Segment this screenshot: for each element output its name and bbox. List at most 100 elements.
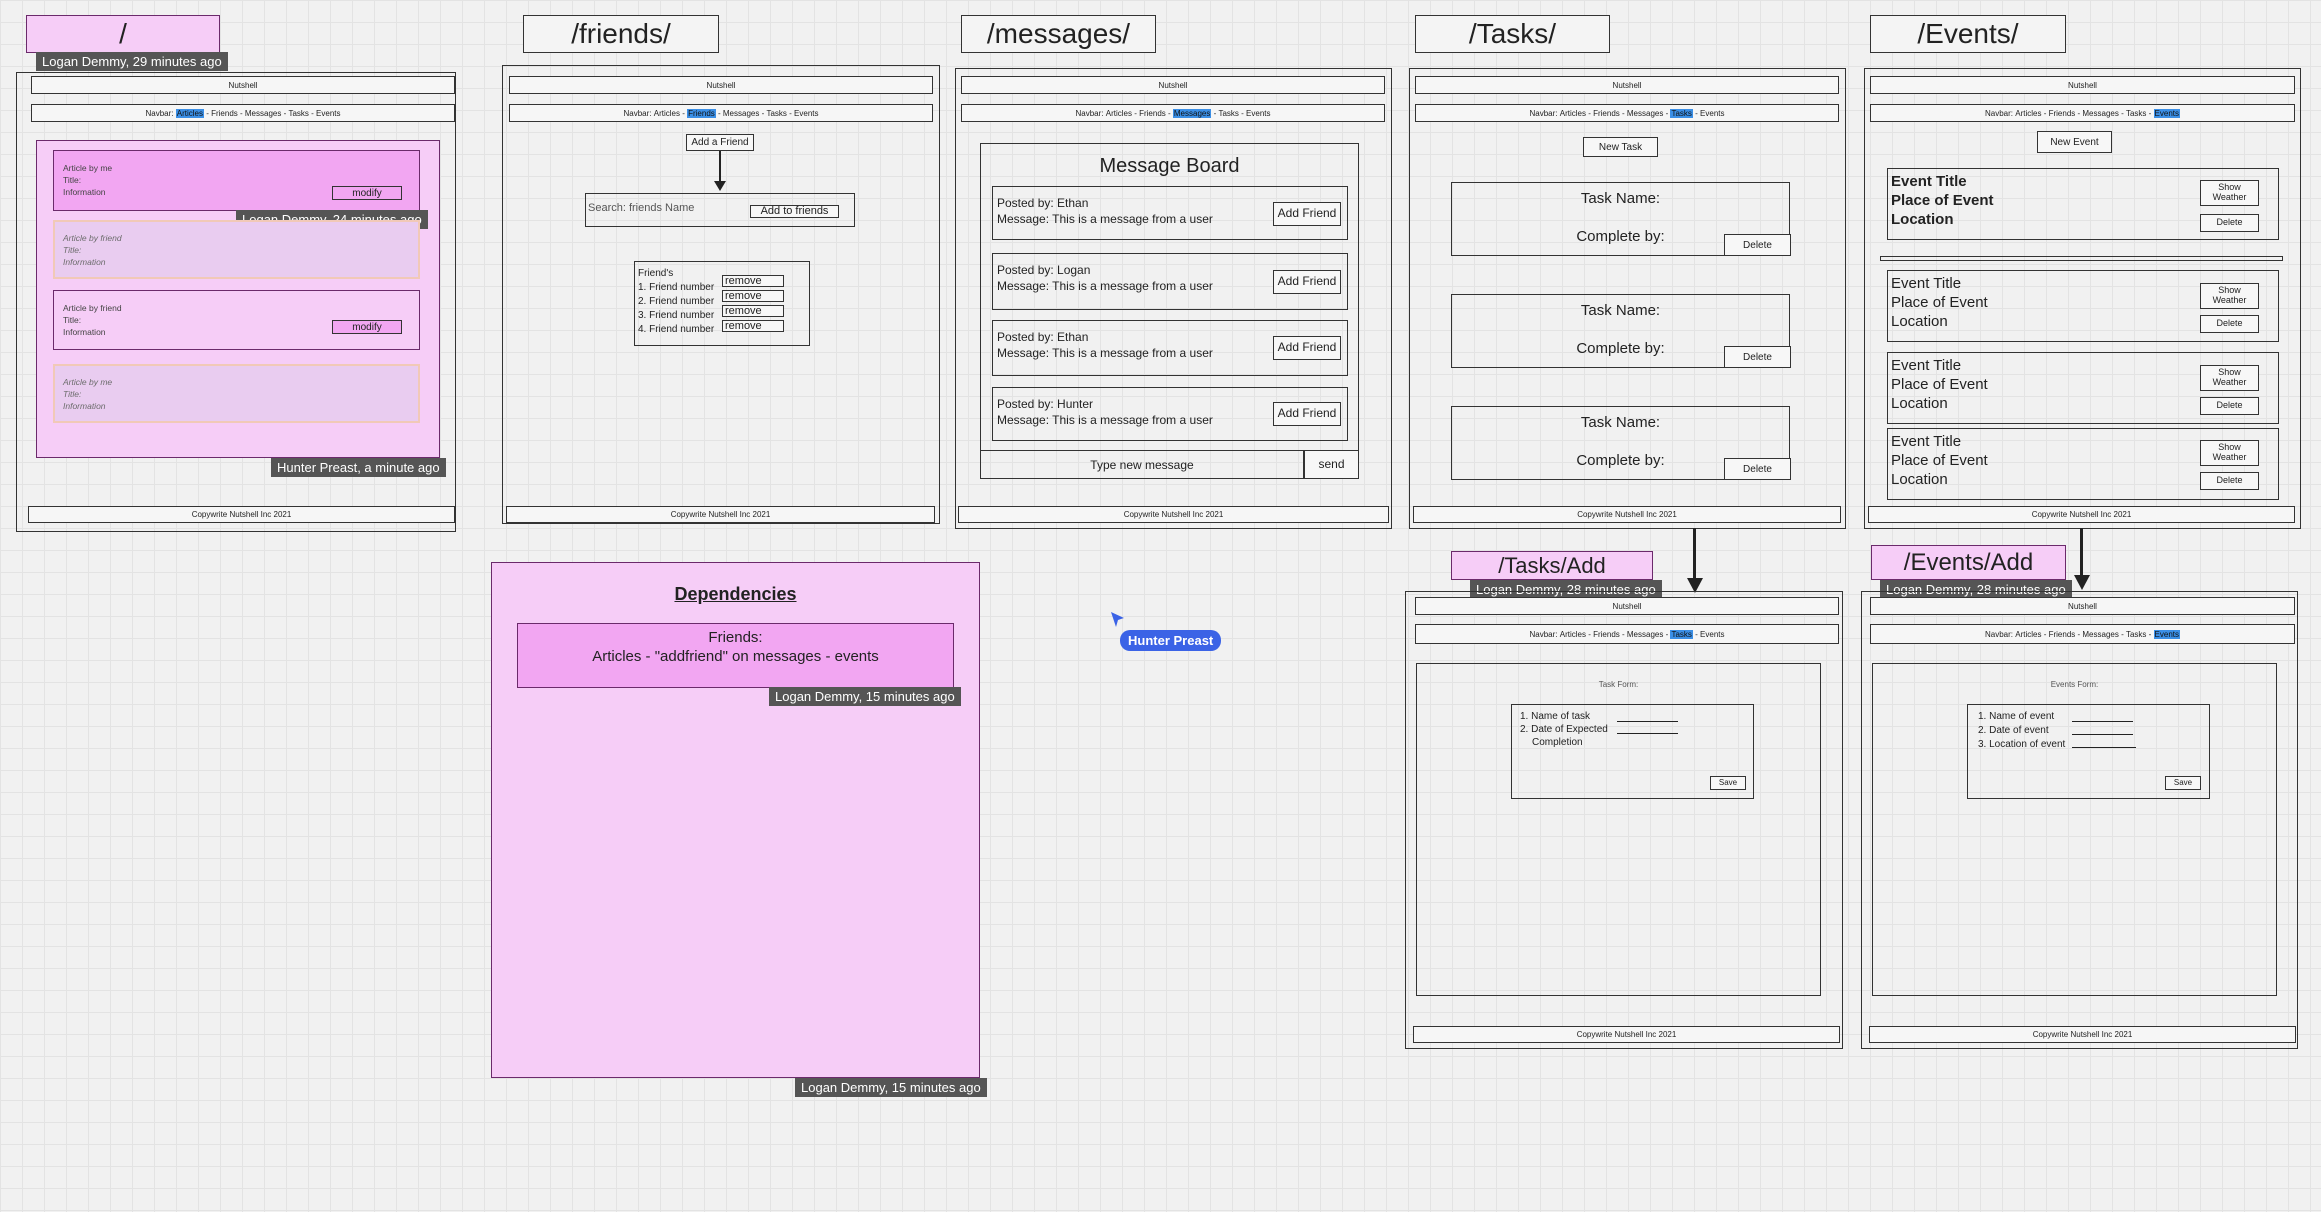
message-poster: Posted by: Ethan (997, 330, 1089, 344)
new-event-button[interactable]: New Event (2037, 131, 2112, 153)
delete-button[interactable]: Delete (1724, 458, 1791, 480)
article-card (53, 364, 420, 423)
friend-search-input[interactable]: Search: friends Name (588, 202, 695, 214)
event-date-input[interactable] (2072, 734, 2133, 735)
remove-button[interactable]: remove (722, 320, 784, 332)
nav-item-messages[interactable]: Messages (722, 108, 760, 118)
delete-button[interactable]: Delete (2200, 397, 2259, 415)
message-poster: Posted by: Logan (997, 263, 1091, 277)
comment-tag: Hunter Preast, a minute ago (271, 458, 446, 477)
nav-item-friends[interactable]: Friends (2048, 108, 2076, 118)
task-card (1451, 294, 1790, 368)
show-weather-button[interactable]: Show Weather (2200, 365, 2259, 391)
event-title: Event Title (1891, 357, 1962, 374)
nav-item-tasks[interactable]: Tasks (1670, 108, 1693, 118)
add-to-friends-button[interactable]: Add to friends (750, 205, 839, 218)
nav-item-events[interactable]: Events (2153, 108, 2180, 118)
navbar: Navbar: Articles - Friends - Messages - … (1415, 104, 1839, 122)
nav-item-articles[interactable]: Articles (2015, 629, 2042, 639)
nav-item-articles[interactable]: Articles (2015, 108, 2042, 118)
nav-item-tasks[interactable]: Tasks (766, 108, 787, 118)
delete-button[interactable]: Delete (1724, 234, 1791, 256)
header-bar: Nutshell (1870, 76, 2295, 94)
header-bar: Nutshell (509, 76, 933, 94)
task-card (1451, 406, 1790, 480)
nav-item-tasks[interactable]: Tasks (2125, 108, 2147, 118)
nav-item-articles[interactable]: Articles (1559, 108, 1586, 118)
task-name-label: Task Name: (1580, 190, 1661, 207)
new-task-button[interactable]: New Task (1583, 137, 1658, 157)
nav-item-tasks[interactable]: Tasks (2125, 629, 2147, 639)
message-card: Posted by: Hunter Message: This is a mes… (992, 387, 1348, 441)
delete-button[interactable]: Delete (2200, 472, 2259, 490)
save-button[interactable]: Save (2165, 776, 2201, 790)
nav-item-messages[interactable]: Messages (1172, 108, 1212, 118)
nav-item-events[interactable]: Events (2153, 629, 2180, 639)
add-friend-button[interactable]: Add a Friend (686, 134, 754, 151)
nav-item-messages[interactable]: Messages (2082, 108, 2119, 118)
task-card (1451, 182, 1790, 256)
modify-button[interactable]: modify (332, 186, 402, 200)
nav-item-friends[interactable]: Friends (687, 108, 716, 118)
nav-item-articles[interactable]: Articles (1105, 108, 1132, 118)
footer-bar: Copywrite Nutshell Inc 2021 (1413, 1026, 1840, 1043)
friend-item: 3. Friend number (638, 310, 715, 321)
save-button[interactable]: Save (1710, 776, 1746, 790)
add-friend-button[interactable]: Add Friend (1273, 202, 1341, 226)
nav-item-tasks[interactable]: Tasks (1218, 108, 1239, 118)
navbar-prefix: Navbar: (1985, 108, 2014, 118)
tasks-add-page-title: /Tasks/Add (1451, 551, 1653, 580)
nav-item-friends[interactable]: Friends (1593, 629, 1620, 639)
nav-item-messages[interactable]: Messages (244, 108, 282, 118)
event-card: Event Title Place of Event Location (1887, 270, 2279, 342)
nav-item-articles[interactable]: Articles (653, 108, 680, 118)
cursor-icon (1111, 612, 1124, 627)
header-bar: Nutshell (1870, 597, 2295, 615)
cursor-user-label: Hunter Preast (1120, 630, 1222, 651)
task-date-input[interactable] (1617, 733, 1678, 734)
add-friend-button[interactable]: Add Friend (1273, 336, 1341, 360)
event-location-input[interactable] (2072, 747, 2136, 748)
nav-item-events[interactable]: Events (316, 108, 341, 118)
nav-item-messages[interactable]: Messages (1626, 629, 1664, 639)
remove-button[interactable]: remove (722, 290, 784, 302)
comment-tag: Logan Demmy, 15 minutes ago (795, 1078, 987, 1097)
nav-item-friends[interactable]: Friends (1139, 108, 1166, 118)
navbar-prefix: Navbar: (145, 108, 174, 118)
header-bar: Nutshell (1415, 76, 1839, 94)
delete-button[interactable]: Delete (2200, 315, 2259, 333)
nav-item-articles[interactable]: Articles (175, 108, 204, 118)
add-friend-button[interactable]: Add Friend (1273, 270, 1341, 294)
show-weather-button[interactable]: Show Weather (2200, 180, 2259, 206)
show-weather-button[interactable]: Show Weather (2200, 440, 2259, 466)
delete-button[interactable]: Delete (1724, 346, 1791, 368)
home-wireframe (16, 72, 456, 532)
send-button[interactable]: send (1304, 450, 1359, 479)
navbar: Navbar: Articles - Friends - Messages - … (31, 104, 455, 122)
nav-item-friends[interactable]: Friends (211, 108, 238, 118)
nav-item-messages[interactable]: Messages (1626, 108, 1664, 118)
nav-item-friends[interactable]: Friends (2048, 629, 2076, 639)
remove-button[interactable]: remove (722, 275, 784, 287)
nav-item-events[interactable]: Events (1700, 108, 1725, 118)
modify-button[interactable]: modify (332, 320, 402, 334)
nav-item-events[interactable]: Events (1246, 108, 1271, 118)
nav-item-articles[interactable]: Articles (1559, 629, 1586, 639)
dependencies-detail: Friends: Articles - "addfriend" on messa… (517, 623, 954, 688)
task-name-input[interactable] (1617, 721, 1678, 722)
add-friend-button[interactable]: Add Friend (1273, 402, 1341, 426)
message-card: Posted by: Logan Message: This is a mess… (992, 253, 1348, 310)
comment-tag: Logan Demmy, 29 minutes ago (36, 52, 228, 71)
nav-item-messages[interactable]: Messages (2082, 629, 2119, 639)
nav-item-events[interactable]: Events (794, 108, 819, 118)
nav-item-tasks[interactable]: Tasks (288, 108, 309, 118)
new-message-input[interactable]: Type new message (980, 450, 1304, 479)
remove-button[interactable]: remove (722, 305, 784, 317)
nav-item-friends[interactable]: Friends (1593, 108, 1620, 118)
nav-item-tasks[interactable]: Tasks (1670, 629, 1693, 639)
delete-button[interactable]: Delete (2200, 214, 2259, 232)
divider (1880, 256, 2283, 261)
show-weather-button[interactable]: Show Weather (2200, 283, 2259, 309)
event-name-input[interactable] (2072, 721, 2133, 722)
nav-item-events[interactable]: Events (1700, 629, 1725, 639)
